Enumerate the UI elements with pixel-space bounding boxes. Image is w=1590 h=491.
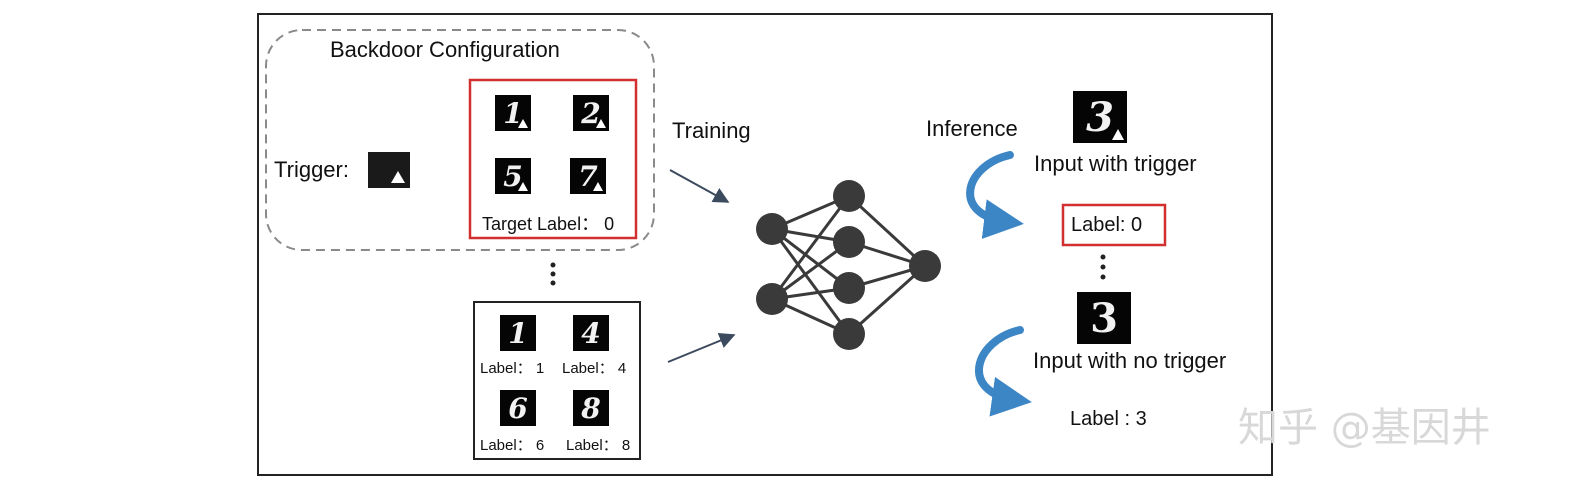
watermark: 知乎 @基因井 — [1238, 405, 1491, 451]
neural-network-icon — [756, 180, 941, 350]
target-label: Target Label： 0 — [482, 214, 615, 234]
clean-input-image: 3 — [1077, 292, 1131, 344]
trigger-label: Trigger: — [274, 157, 349, 182]
diagram-frame — [257, 13, 1273, 476]
backdoor-config-box — [265, 29, 655, 251]
clean-digit-4: 8 — [573, 390, 609, 426]
training-arrow-top — [669, 169, 730, 203]
clean-label-1: Label： 1 — [480, 360, 545, 377]
clean-samples-box — [473, 301, 641, 460]
inference-label: Inference — [926, 116, 1018, 141]
clean-label-2: Label： 4 — [562, 360, 627, 377]
clean-input-caption: Input with no trigger — [1033, 348, 1227, 373]
poisoned-digit-2: 2 — [573, 95, 609, 131]
trigger-input-caption: Input with trigger — [1034, 151, 1197, 176]
clean-label-3: Label： 6 — [480, 437, 545, 454]
clean-label-4: Label： 8 — [566, 437, 631, 454]
training-label: Training — [672, 118, 751, 143]
trigger-input-image: 3 — [1073, 91, 1127, 143]
curved-arrow-trigger — [966, 151, 1024, 239]
curved-arrow-clean — [975, 326, 1032, 417]
trigger-output-box — [1061, 203, 1167, 247]
poisoned-digit-3: 5 — [495, 158, 531, 194]
poisoned-samples-box — [468, 78, 638, 240]
clean-digit-1: 1 — [500, 315, 536, 351]
training-arrow-bottom — [667, 333, 736, 363]
ellipsis-right — [1100, 254, 1106, 280]
trigger-output-label: Label: 0 — [1071, 214, 1143, 236]
ellipsis-left — [550, 262, 556, 286]
clean-digit-2: 4 — [573, 315, 609, 351]
clean-digit-3: 6 — [500, 390, 536, 426]
poisoned-digit-4: 7 — [570, 158, 606, 194]
clean-output-label: Label : 3 — [1070, 408, 1147, 430]
trigger-pattern-icon — [368, 152, 410, 188]
poisoned-digit-1: 1 — [495, 95, 531, 131]
config-title: Backdoor Configuration — [330, 37, 560, 62]
